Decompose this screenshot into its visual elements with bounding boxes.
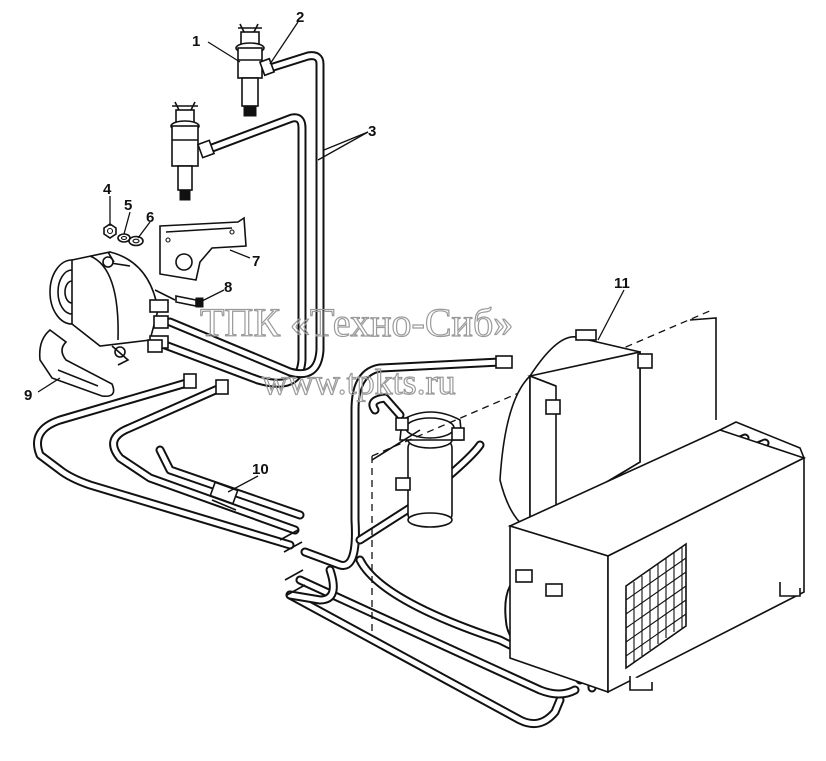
callout-5: 5 (124, 197, 132, 214)
callout-8: 8 (224, 279, 232, 296)
pipe-couplings (147, 57, 513, 395)
callout-9: 9 (24, 387, 32, 404)
watermark: ТПК «Техно-Сиб» www.tpkts.ru (199, 299, 514, 402)
nut (103, 223, 117, 239)
callout-2: 2 (296, 9, 304, 26)
callout-3: 3 (368, 123, 376, 140)
flat-washer (128, 235, 144, 247)
watermark-line1: ТПК «Техно-Сиб» (200, 300, 513, 345)
condenser-grille (625, 547, 687, 662)
callout-1: 1 (192, 33, 200, 50)
condenser-unit (371, 309, 807, 694)
callout-11: 11 (614, 275, 630, 292)
callout-7: 7 (252, 253, 260, 270)
compressor-bracket (159, 216, 247, 281)
spring-washer (117, 233, 131, 243)
pipe-clamp (209, 481, 239, 511)
callout-10: 10 (252, 461, 269, 478)
callouts: 1 2 3 4 5 6 7 8 9 10 11 (24, 9, 630, 493)
callout-4: 4 (103, 181, 112, 198)
expansion-valve-lower (170, 101, 200, 201)
receiver-drier (395, 411, 465, 528)
bolt (175, 295, 204, 308)
watermark-line2: www.tpkts.ru (262, 362, 456, 402)
expansion-valve-upper (235, 23, 273, 117)
callout-6: 6 (146, 209, 154, 226)
